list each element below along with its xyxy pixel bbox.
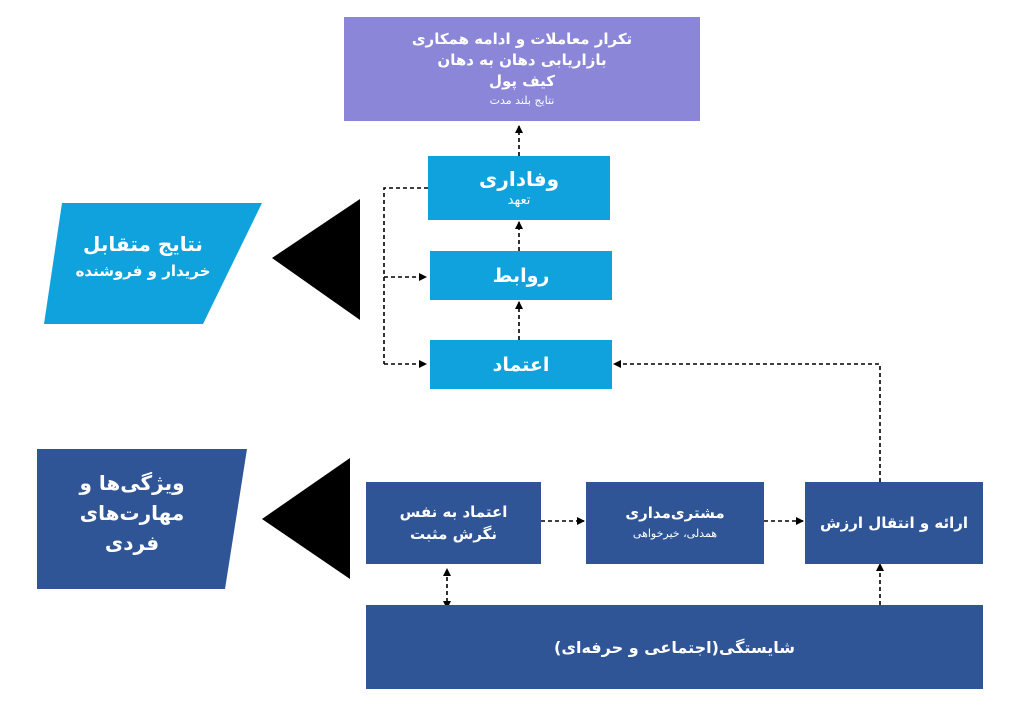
loyalty-box: وفاداری تعهد <box>428 156 610 220</box>
individual-traits-shape <box>37 449 247 589</box>
mutual-results-label: نتایج متقابل خریدار و فروشنده <box>58 230 228 284</box>
value-delivery-title: ارائه و انتقال ارزش <box>819 514 969 532</box>
mutual-results-title: نتایج متقابل <box>83 232 203 256</box>
individual-traits-line2: مهارت‌های <box>79 501 185 525</box>
self-confidence-subtitle: نگرش مثبت <box>409 525 498 543</box>
word-of-mouth-text: بازاریابی دهان به دهان <box>437 50 607 69</box>
long-term-results-text: نتایج بلند مدت <box>489 93 555 107</box>
arrow-value-to-trust <box>613 360 881 482</box>
mutual-results-subtitle: خریدار و فروشنده <box>75 262 211 280</box>
competence-box: شایستگی(اجتماعی و حرفه‌ای) <box>366 605 983 689</box>
individual-traits-line1: ویژگی‌ها و <box>79 471 185 495</box>
trust-box: اعتماد <box>430 340 612 389</box>
self-confidence-box: اعتماد به نفس نگرش مثبت <box>366 482 541 564</box>
mutual-results-shape <box>44 203 262 324</box>
repeat-transactions-text: تکرار معاملات و ادامه همکاری <box>411 29 633 48</box>
customer-orientation-title: مشتری‌مداری <box>625 504 725 522</box>
mutual-results-pointer <box>272 199 360 320</box>
individual-traits-label: ویژگی‌ها و مهارت‌های فردی <box>42 468 222 558</box>
self-confidence-title: اعتماد به نفس <box>399 503 508 521</box>
customer-orientation-box: مشتری‌مداری همدلی، خیرخواهی <box>586 482 764 564</box>
competence-title: شایستگی(اجتماعی و حرفه‌ای) <box>554 637 795 657</box>
loyalty-title: وفاداری <box>479 167 559 191</box>
customer-orientation-subtitle: همدلی، خیرخواهی <box>632 527 718 540</box>
individual-traits-line3: فردی <box>104 531 160 555</box>
individual-traits-pointer <box>262 458 350 579</box>
relations-box: روابط <box>430 251 612 300</box>
value-delivery-box: ارائه و انتقال ارزش <box>805 482 983 564</box>
loyalty-subtitle: تعهد <box>507 193 531 208</box>
long-term-results-box: تکرار معاملات و ادامه همکاری بازاریابی د… <box>344 17 700 121</box>
bracket-line <box>383 187 428 364</box>
wallet-text: کیف پول <box>489 71 555 90</box>
trust-title: اعتماد <box>492 353 550 376</box>
relations-title: روابط <box>492 264 550 287</box>
